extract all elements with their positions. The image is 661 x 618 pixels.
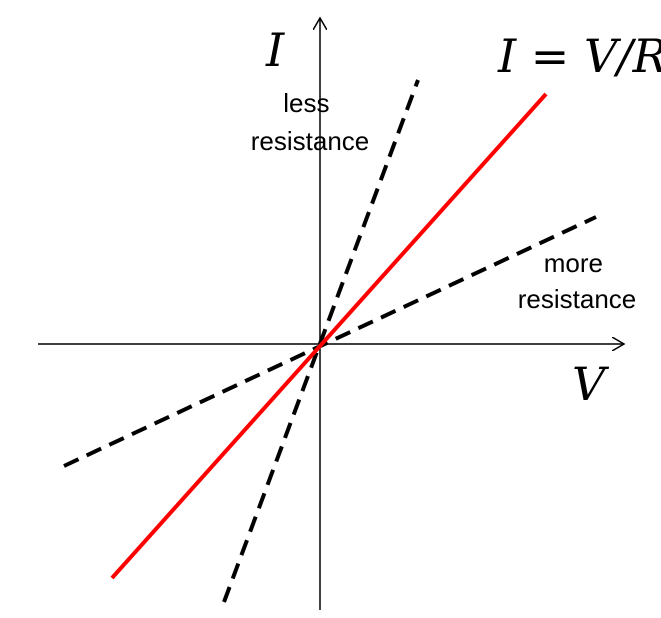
x-axis-label: V	[572, 357, 610, 411]
less-resistance-line-1: less	[283, 88, 329, 118]
less-resistance-dashed-line	[222, 79, 420, 603]
ohms-law-line	[110, 92, 548, 580]
more-resistance-line-1: more	[544, 248, 603, 278]
less-resistance-label: less resistance	[251, 88, 370, 156]
more-resistance-dashed-line	[63, 215, 597, 468]
more-resistance-line-2: resistance	[518, 284, 637, 314]
y-axis-label: I	[265, 23, 285, 77]
less-resistance-line-2: resistance	[251, 126, 370, 156]
more-resistance-label: more resistance	[518, 248, 637, 314]
equation-label: I = V/R	[497, 29, 661, 83]
